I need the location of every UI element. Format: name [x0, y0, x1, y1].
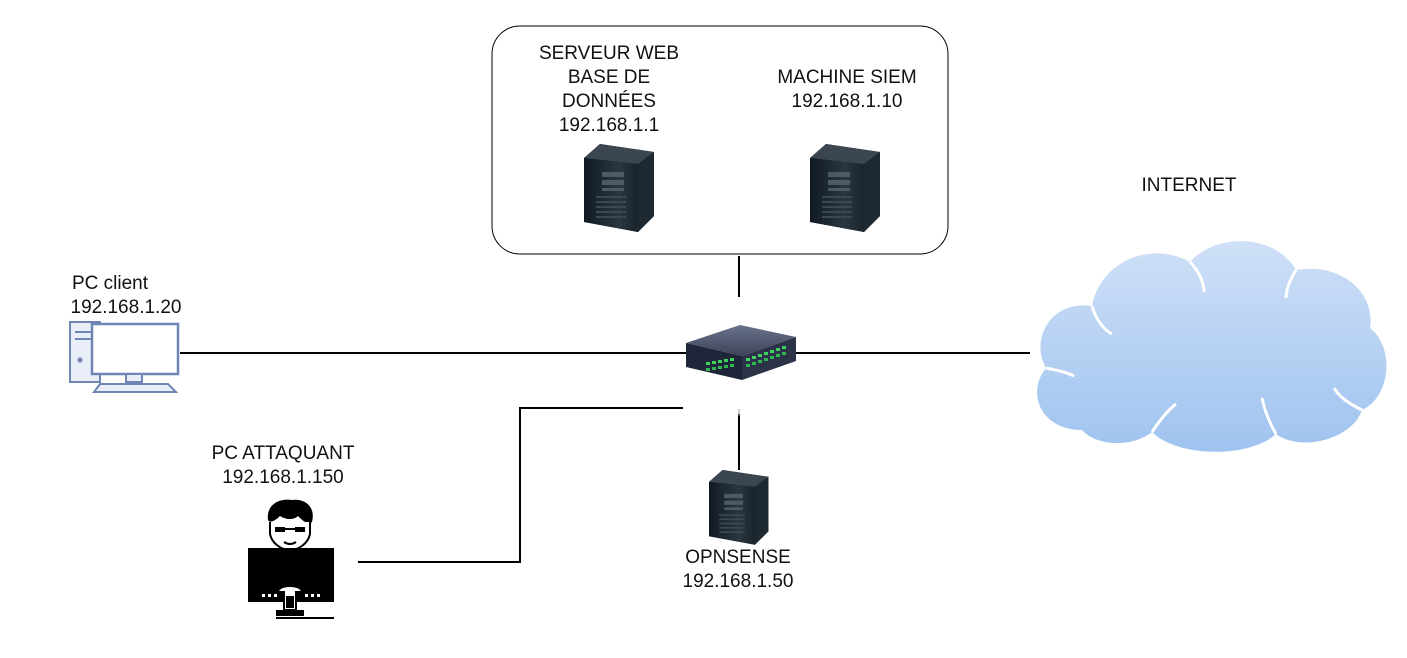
internet-label: INTERNET	[1142, 175, 1237, 196]
opnsense-ip: 192.168.1.50	[683, 571, 794, 592]
pc-client-name: PC client	[72, 273, 149, 294]
opnsense-server-icon	[709, 470, 769, 545]
pc-client-ip: 192.168.1.20	[71, 297, 182, 318]
desktop-pc-icon	[69, 321, 180, 393]
web-server-name-line1: SERVEUR WEB	[539, 43, 679, 64]
web-server-name-line3: DONNÉES	[562, 91, 656, 112]
web-server-name-line2: BASE DE	[568, 67, 650, 88]
link-attacker-switch	[358, 407, 683, 563]
web-server-icon	[584, 144, 654, 232]
hacker-workstation-icon	[248, 499, 334, 619]
siem-name: MACHINE SIEM	[777, 67, 916, 88]
siem-ip: 192.168.1.10	[792, 91, 903, 112]
siem-server-icon	[810, 144, 880, 232]
pc-attacker-ip: 192.168.1.150	[222, 467, 344, 488]
pc-attacker-name: PC ATTAQUANT	[212, 443, 355, 464]
cloud-icon	[1037, 241, 1387, 452]
web-server-ip: 192.168.1.1	[559, 115, 659, 136]
opnsense-name: OPNSENSE	[685, 547, 791, 568]
network-switch-icon	[686, 325, 796, 380]
